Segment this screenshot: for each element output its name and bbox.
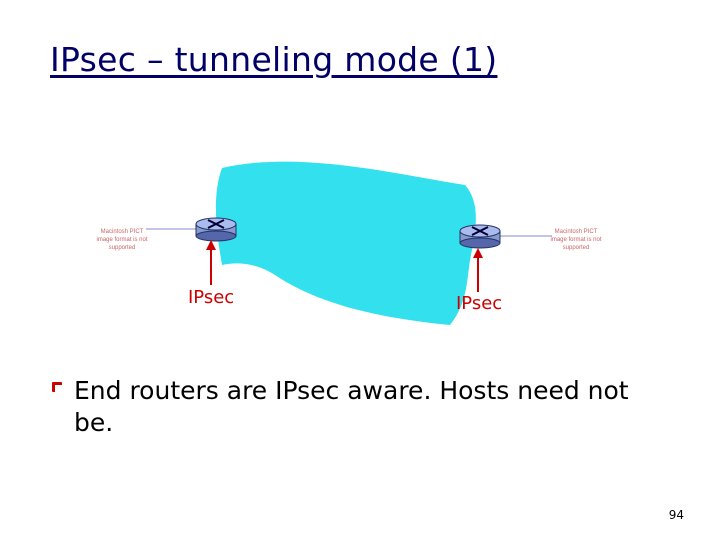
right-ipsec-arrow bbox=[473, 248, 483, 292]
bullet-text: End routers are IPsec aware. Hosts need … bbox=[74, 376, 629, 437]
bullet-square-icon bbox=[52, 382, 66, 396]
right-router-label: IPsec bbox=[456, 293, 503, 314]
bullet-item: End routers are IPsec aware. Hosts need … bbox=[52, 375, 652, 439]
left-router-icon bbox=[195, 217, 237, 242]
right-router-icon bbox=[459, 224, 501, 249]
left-host-image-placeholder: Macintosh PICT image format is not suppo… bbox=[96, 229, 148, 251]
left-router-label: IPsec bbox=[188, 287, 235, 308]
slide-title: IPsec – tunneling mode (1) bbox=[50, 40, 498, 79]
page-number: 94 bbox=[668, 508, 684, 522]
right-host-image-placeholder: Macintosh PICT image format is not suppo… bbox=[550, 229, 602, 251]
left-ipsec-arrow bbox=[206, 240, 216, 285]
network-cloud bbox=[215, 161, 476, 325]
